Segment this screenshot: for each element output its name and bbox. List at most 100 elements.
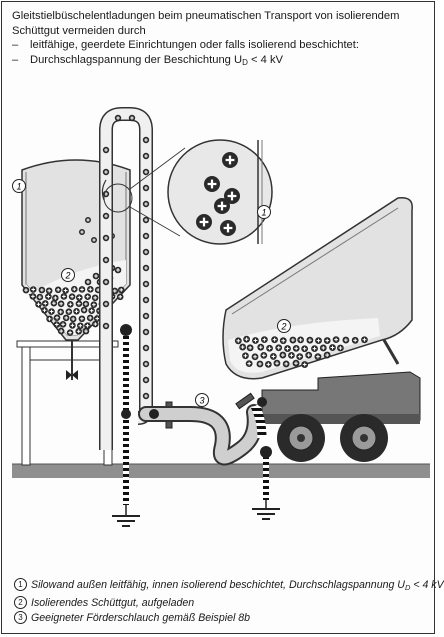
legend-subscript: D bbox=[404, 583, 411, 592]
charged-particle bbox=[142, 392, 150, 400]
charged-particle bbox=[142, 200, 150, 208]
charged-particle bbox=[284, 345, 291, 352]
charged-particle bbox=[269, 353, 277, 360]
charged-particle bbox=[80, 306, 88, 314]
charged-particle bbox=[82, 327, 90, 335]
charged-particle bbox=[314, 353, 322, 361]
charged-particle bbox=[36, 293, 44, 301]
charged-particle bbox=[78, 315, 86, 323]
charged-particle bbox=[91, 294, 99, 302]
charged-particle bbox=[93, 315, 101, 322]
legend-text: Geeigneter Förderschlauch gemäß Beispiel… bbox=[31, 612, 251, 624]
charged-particle bbox=[102, 300, 110, 308]
charged-particle bbox=[271, 336, 279, 344]
charged-particle bbox=[111, 287, 119, 295]
charged-particle bbox=[342, 336, 350, 344]
charged-particle bbox=[90, 301, 98, 308]
charged-particle bbox=[142, 264, 150, 272]
charged-particle bbox=[54, 286, 62, 294]
charged-particle bbox=[50, 299, 58, 307]
charged-particle bbox=[62, 314, 70, 322]
header-bullet-1: –leitfähige, geerdete Einrichtungen oder… bbox=[12, 38, 427, 53]
charged-particle bbox=[73, 307, 80, 315]
charged-particle bbox=[273, 359, 281, 367]
charged-particle bbox=[114, 266, 122, 274]
charged-particle bbox=[142, 184, 150, 192]
truck-particles bbox=[234, 335, 368, 368]
charged-particle bbox=[289, 336, 297, 344]
charged-particle bbox=[142, 376, 150, 384]
truck-wheels bbox=[277, 414, 388, 462]
charged-particle bbox=[79, 229, 85, 235]
charged-particle bbox=[142, 296, 150, 304]
charged-particle bbox=[234, 337, 242, 345]
charged-particle bbox=[102, 168, 110, 176]
charged-particle bbox=[279, 351, 287, 359]
charged-particle bbox=[301, 345, 309, 353]
charged-particle bbox=[315, 337, 322, 345]
charged-particle bbox=[297, 336, 304, 344]
header-title-line-2: Schüttgut vermeiden durch bbox=[12, 24, 146, 37]
charged-particle bbox=[142, 248, 150, 256]
charged-particle bbox=[128, 114, 136, 122]
charged-particle bbox=[142, 136, 150, 144]
charged-particle bbox=[142, 152, 150, 160]
callout-2-truck-material: 2 bbox=[277, 319, 291, 333]
charged-particle bbox=[142, 344, 150, 352]
charged-particle bbox=[45, 293, 52, 300]
charged-particle bbox=[204, 176, 220, 192]
bullet-text: leitfähige, geerdete Einrichtungen oder … bbox=[30, 39, 359, 51]
charged-particle bbox=[296, 353, 304, 361]
charged-particle bbox=[102, 256, 110, 264]
charged-particle bbox=[86, 314, 94, 322]
charged-particle bbox=[29, 293, 37, 300]
header-bullet-2: –Durchschlagspannung der Beschichtung UD… bbox=[12, 53, 427, 71]
svg-text:2: 2 bbox=[64, 271, 70, 281]
charged-particle bbox=[59, 321, 67, 328]
charged-particle bbox=[102, 212, 110, 220]
charged-particle bbox=[53, 314, 61, 322]
charged-particle bbox=[29, 286, 37, 293]
charged-particle bbox=[142, 232, 150, 240]
charged-particle bbox=[75, 300, 83, 307]
callout-3-hose: 3 bbox=[195, 393, 209, 407]
charged-particle bbox=[35, 301, 42, 308]
charged-particle bbox=[245, 360, 253, 368]
charged-particle bbox=[142, 280, 150, 288]
charged-particle bbox=[242, 352, 249, 360]
charged-particle bbox=[57, 308, 65, 316]
charged-particle bbox=[292, 344, 300, 352]
charged-particle bbox=[52, 294, 59, 302]
charged-particle bbox=[66, 329, 74, 336]
truck-hose bbox=[250, 403, 267, 439]
legend-number: 1 bbox=[14, 578, 27, 591]
charged-particle bbox=[41, 300, 49, 307]
charged-particle bbox=[311, 345, 318, 353]
legend-text: Isolierendes Schüttgut, aufgeladen bbox=[31, 596, 195, 609]
charged-particle bbox=[275, 344, 283, 352]
charged-particle bbox=[78, 286, 86, 293]
charged-particle bbox=[305, 351, 313, 359]
charged-particle bbox=[84, 322, 91, 329]
charged-particle bbox=[22, 286, 30, 294]
charged-particle bbox=[142, 216, 150, 224]
charged-particle bbox=[57, 327, 65, 335]
svg-text:1: 1 bbox=[261, 208, 266, 218]
charged-particle bbox=[68, 293, 76, 300]
earth-symbol-1 bbox=[112, 505, 140, 527]
charged-particle bbox=[45, 287, 53, 295]
charged-particle bbox=[323, 337, 331, 344]
charged-particle bbox=[279, 337, 287, 345]
charged-particle bbox=[87, 286, 94, 293]
charged-particle bbox=[251, 353, 259, 361]
charged-particle bbox=[142, 168, 150, 176]
charged-particle bbox=[361, 336, 368, 344]
bullet-marker: – bbox=[12, 39, 19, 51]
charged-particle bbox=[252, 337, 259, 344]
charged-particle bbox=[260, 336, 268, 344]
charged-particle bbox=[301, 361, 309, 368]
charged-particle bbox=[142, 328, 150, 336]
charged-particle bbox=[116, 293, 124, 301]
